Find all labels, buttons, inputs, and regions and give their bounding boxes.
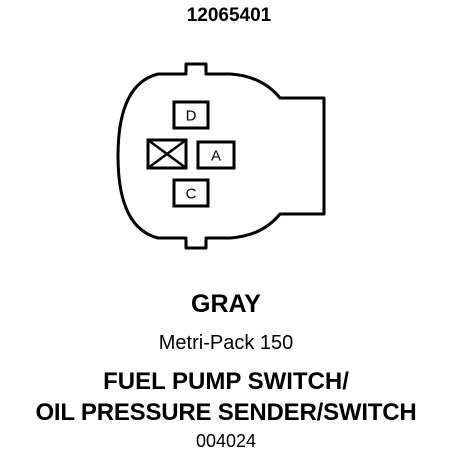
component-title-line-1: FUEL PUMP SWITCH/ xyxy=(103,368,349,395)
drawing-number: 004024 xyxy=(195,431,257,451)
cavity-c-label: C xyxy=(186,186,197,203)
cavity-d: D xyxy=(172,100,210,130)
connector-housing-outline xyxy=(116,62,326,250)
component-title-line-2: OIL PRESSURE SENDER/SWITCH xyxy=(35,399,417,426)
connector-series-label: Metri-Pack 150 xyxy=(158,332,294,354)
cavity-plugged xyxy=(146,138,188,170)
cavity-a-label: A xyxy=(211,148,221,165)
part-number: 12065401 xyxy=(186,5,272,26)
connector-face-drawing: D A C xyxy=(116,62,326,250)
cavity-a: A xyxy=(196,140,236,170)
connector-color-label: GRAY xyxy=(191,290,261,318)
cavity-c: C xyxy=(172,178,210,208)
cavity-d-label: D xyxy=(186,108,197,125)
